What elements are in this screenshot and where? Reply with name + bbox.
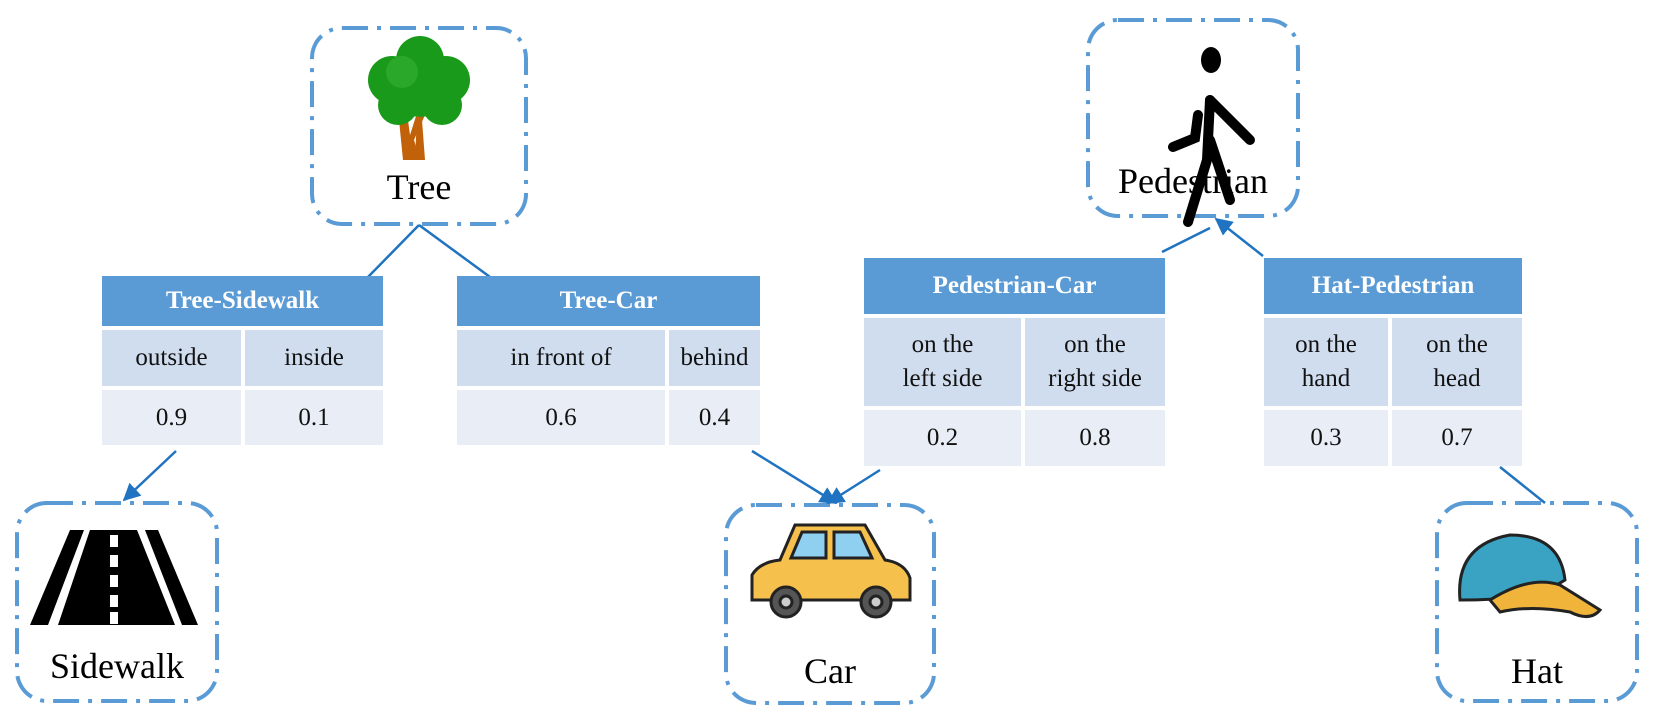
- relation-table-pedestrian-car: Pedestrian-Car on the left side on the r…: [864, 258, 1165, 468]
- car-icon: [750, 523, 912, 619]
- relation-option: on the right side: [1025, 318, 1165, 406]
- relation-option: inside: [245, 330, 383, 386]
- relation-probability: 0.3: [1264, 410, 1388, 466]
- relation-option: on the left side: [864, 318, 1021, 406]
- pedestrian-label: Pedestrian: [1118, 161, 1268, 201]
- edge-tree-car-to-car: [751, 449, 838, 505]
- relation-title: Tree-Sidewalk: [102, 276, 383, 326]
- edge-tree-sidewalk-to-sidewalk: [122, 450, 177, 502]
- sidewalk-label: Sidewalk: [50, 646, 184, 686]
- edge-pedestrian-car-to-pedestrian: [1161, 226, 1211, 254]
- car-label: Car: [804, 651, 856, 691]
- sidewalk-node-frame: [15, 501, 219, 703]
- relation-probability: 0.1: [245, 390, 383, 445]
- relation-table-hat-pedestrian: Hat-Pedestrian on the hand on the head 0…: [1264, 258, 1522, 468]
- relation-title: Hat-Pedestrian: [1264, 258, 1522, 314]
- relation-table-tree-sidewalk: Tree-Sidewalk outside inside 0.9 0.1: [102, 276, 383, 451]
- relation-table-tree-car: Tree-Car in front of behind 0.6 0.4: [457, 276, 760, 451]
- road-icon: [30, 530, 198, 625]
- tree-label: Tree: [386, 167, 452, 207]
- relation-option: in front of: [457, 330, 665, 386]
- hat-label: Hat: [1511, 651, 1563, 691]
- edge-hat-to-hat-pedestrian: [1499, 466, 1546, 504]
- relation-title: Tree-Car: [457, 276, 760, 326]
- relation-option: on the hand: [1264, 318, 1388, 406]
- tree-icon: [368, 36, 470, 160]
- relation-option: outside: [102, 330, 241, 386]
- relation-probability: 0.9: [102, 390, 241, 445]
- relation-title: Pedestrian-Car: [864, 258, 1165, 314]
- pedestrian-icon: [1168, 47, 1255, 227]
- relation-option: on the head: [1392, 318, 1522, 406]
- cap-icon: [1458, 533, 1603, 618]
- relation-option: behind: [669, 330, 760, 386]
- edge-tree-to-tree-sidewalk: [367, 224, 420, 278]
- relation-probability: 0.8: [1025, 410, 1165, 466]
- edge-tree-to-tree-car: [418, 223, 491, 279]
- relation-probability: 0.4: [669, 390, 760, 445]
- hat-node-frame: [1435, 501, 1639, 703]
- car-node-frame: [724, 503, 936, 705]
- relation-probability: 0.6: [457, 390, 665, 445]
- relation-probability: 0.2: [864, 410, 1021, 466]
- relation-probability: 0.7: [1392, 410, 1522, 466]
- edge-hat-pedestrian-to-pedestrian: [1214, 217, 1264, 257]
- edge-pedestrian-car-to-car: [826, 468, 881, 505]
